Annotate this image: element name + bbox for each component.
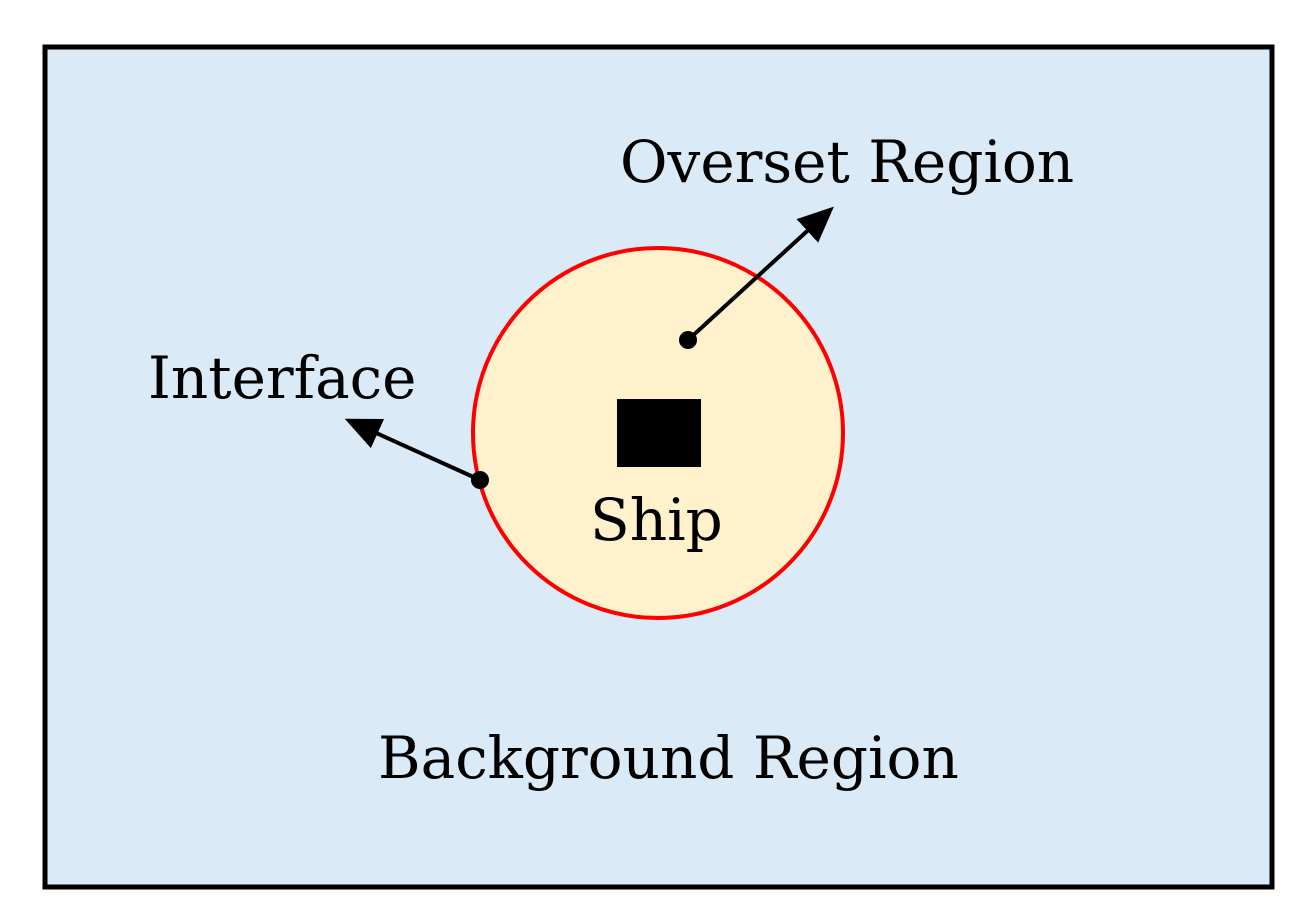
background-region-label: Background Region xyxy=(378,724,959,792)
interface-pointer-dot xyxy=(471,471,489,489)
ship-shape xyxy=(617,399,701,467)
interface-pointer-arrow xyxy=(344,418,481,482)
overset-pointer-arrow xyxy=(686,206,834,342)
ship-label: Ship xyxy=(590,486,723,554)
overset-region-label: Overset Region xyxy=(620,128,1074,196)
interface-label: Interface xyxy=(148,344,416,412)
overset-pointer-dot xyxy=(679,331,697,349)
